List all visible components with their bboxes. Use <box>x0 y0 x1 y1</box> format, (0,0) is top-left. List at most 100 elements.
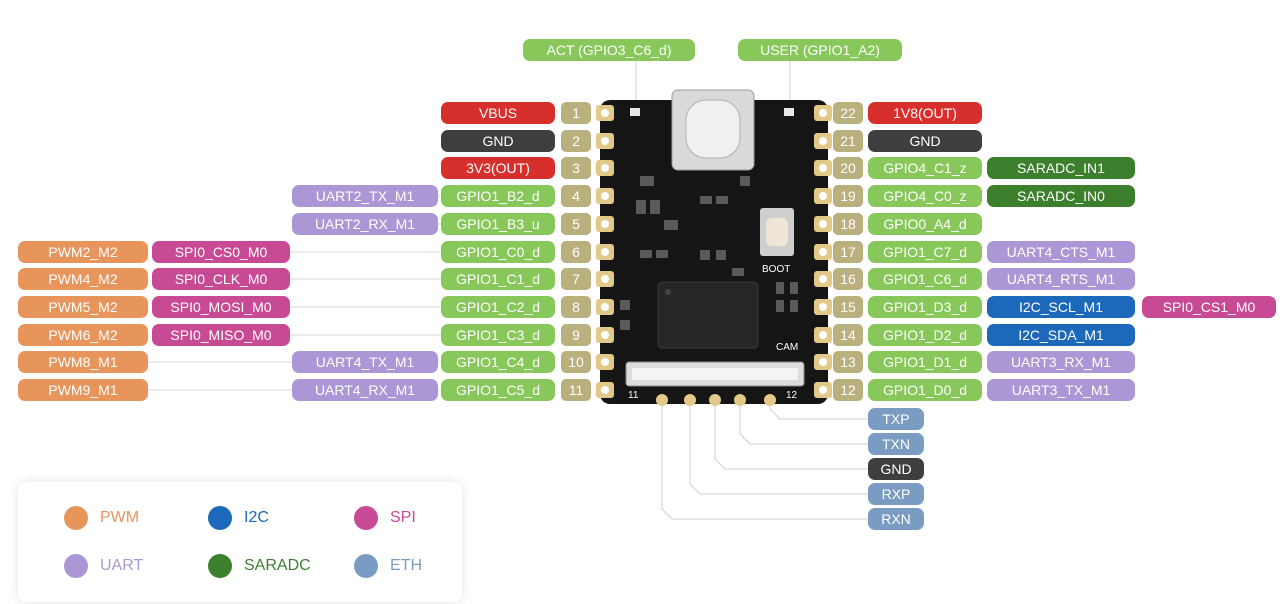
legend-item-spi: SPI <box>354 506 464 530</box>
pin-label-gpio4-c0-z: GPIO4_C0_z <box>868 185 982 207</box>
legend-item-eth: ETH <box>354 554 464 578</box>
soc-chip <box>657 281 759 349</box>
legend-swatch <box>64 506 88 530</box>
pin-label-uart4-rx-m1: UART4_RX_M1 <box>292 379 438 401</box>
pin-number-5: 5 <box>561 213 591 235</box>
pin-number-2: 2 <box>561 130 591 152</box>
pin-label-pwm8-m1: PWM8_M1 <box>18 351 148 373</box>
pin-label-uart3-tx-m1: UART3_TX_M1 <box>987 379 1135 401</box>
legend-swatch <box>208 554 232 578</box>
pad-hole <box>601 358 609 366</box>
smd-component <box>776 282 784 294</box>
pin-label-gpio1-c3-d: GPIO1_C3_d <box>441 324 555 346</box>
pin-label-i2c-scl-m1: I2C_SCL_M1 <box>987 296 1135 318</box>
pad-hole <box>819 275 827 283</box>
pin-number-12: 12 <box>833 379 863 401</box>
pad-hole <box>819 386 827 394</box>
pin-label-gpio1-c1-d: GPIO1_C1_d <box>441 268 555 290</box>
smd-component <box>740 176 750 186</box>
eth-pad <box>684 394 696 406</box>
legend-item-i2c: I2C <box>208 506 318 530</box>
pin-number-6: 6 <box>561 241 591 263</box>
smd-component <box>716 250 726 260</box>
pin-label-gpio1-c4-d: GPIO1_C4_d <box>441 351 555 373</box>
pin-label-gpio4-c1-z: GPIO4_C1_z <box>868 157 982 179</box>
pad-hole <box>601 303 609 311</box>
pad-hole <box>819 137 827 145</box>
legend-label: ETH <box>390 557 422 574</box>
pin-number-8: 8 <box>561 296 591 318</box>
smd-component <box>700 196 712 204</box>
pin-label-gpio1-d1-d: GPIO1_D1_d <box>868 351 982 373</box>
pin-label-saradc-in0: SARADC_IN0 <box>987 185 1135 207</box>
pad-hole <box>819 109 827 117</box>
pad-hole <box>819 358 827 366</box>
eth-pin-txn: TXN <box>868 433 924 455</box>
smd-component <box>664 220 678 230</box>
pin-label-gnd: GND <box>441 130 555 152</box>
pin-number-14: 14 <box>833 324 863 346</box>
eth-pin-rxn: RXN <box>868 508 924 530</box>
eth-pin-gnd: GND <box>868 458 924 480</box>
pin-number-18: 18 <box>833 213 863 235</box>
pin-number-19: 19 <box>833 185 863 207</box>
eth-connector <box>714 404 868 470</box>
pin-label-gpio1-b2-d: GPIO1_B2_d <box>441 185 555 207</box>
pin-label-pwm4-m2: PWM4_M2 <box>18 268 148 290</box>
pin-label-uart4-cts-m1: UART4_CTS_M1 <box>987 241 1135 263</box>
eth-pad <box>709 394 721 406</box>
pin-label-pwm5-m2: PWM5_M2 <box>18 296 148 318</box>
legend-label: PWM <box>100 509 140 526</box>
pin-label-uart2-rx-m1: UART2_RX_M1 <box>292 213 438 235</box>
pad-hole <box>601 248 609 256</box>
legend-swatch <box>208 506 232 530</box>
pin-label-vbus: VBUS <box>441 102 555 124</box>
pin-number-22: 22 <box>833 102 863 124</box>
eth-pad <box>656 394 668 406</box>
smd-component <box>776 300 784 312</box>
user-led <box>784 108 794 116</box>
smd-component <box>790 300 798 312</box>
smd-component <box>790 282 798 294</box>
pin-label-3v3-out: 3V3(OUT) <box>441 157 555 179</box>
pin-label-pwm6-m2: PWM6_M2 <box>18 324 148 346</box>
pin-number-17: 17 <box>833 241 863 263</box>
legend-item-uart: UART <box>64 554 174 578</box>
pad-hole <box>601 331 609 339</box>
pad-hole <box>601 192 609 200</box>
pad-hole <box>601 275 609 283</box>
pin-number-1: 1 <box>561 102 591 124</box>
eth-pin-txp: TXP <box>868 408 924 430</box>
pin-number-13: 13 <box>833 351 863 373</box>
pad-hole <box>819 164 827 172</box>
pin-label-gpio1-c5-d: GPIO1_C5_d <box>441 379 555 401</box>
pin-label-saradc-in1: SARADC_IN1 <box>987 157 1135 179</box>
eth-pad <box>764 394 776 406</box>
boot-button-cap <box>766 218 788 246</box>
boot-silkscreen: BOOT <box>762 264 790 275</box>
pin-label-gpio1-c0-d: GPIO1_C0_d <box>441 241 555 263</box>
pad-hole <box>819 331 827 339</box>
pin-number-21: 21 <box>833 130 863 152</box>
eth-pin-rxp: RXP <box>868 483 924 505</box>
pin-label-spi0-miso-m0: SPI0_MISO_M0 <box>152 324 290 346</box>
legend-label: SARADC <box>244 557 311 574</box>
corner-label-left: 11 <box>628 390 639 401</box>
pad-hole <box>601 164 609 172</box>
pin-label-pwm9-m1: PWM9_M1 <box>18 379 148 401</box>
pin-label-1v8-out: 1V8(OUT) <box>868 102 982 124</box>
smd-component <box>700 250 710 260</box>
pin-label-gpio0-a4-d: GPIO0_A4_d <box>868 213 982 235</box>
pin-number-7: 7 <box>561 268 591 290</box>
corner-label-right: 12 <box>786 390 798 401</box>
smd-component <box>620 320 630 330</box>
pin-number-3: 3 <box>561 157 591 179</box>
legend-item-saradc: SARADC <box>208 554 318 578</box>
smd-component <box>656 250 668 258</box>
pad-hole <box>601 220 609 228</box>
pin-label-pwm2-m2: PWM2_M2 <box>18 241 148 263</box>
legend: PWM I2C SPI UART SARADC ETH <box>18 482 462 602</box>
pin-number-11: 11 <box>561 379 591 401</box>
legend-label: I2C <box>244 509 269 526</box>
eth-connector <box>769 404 868 420</box>
